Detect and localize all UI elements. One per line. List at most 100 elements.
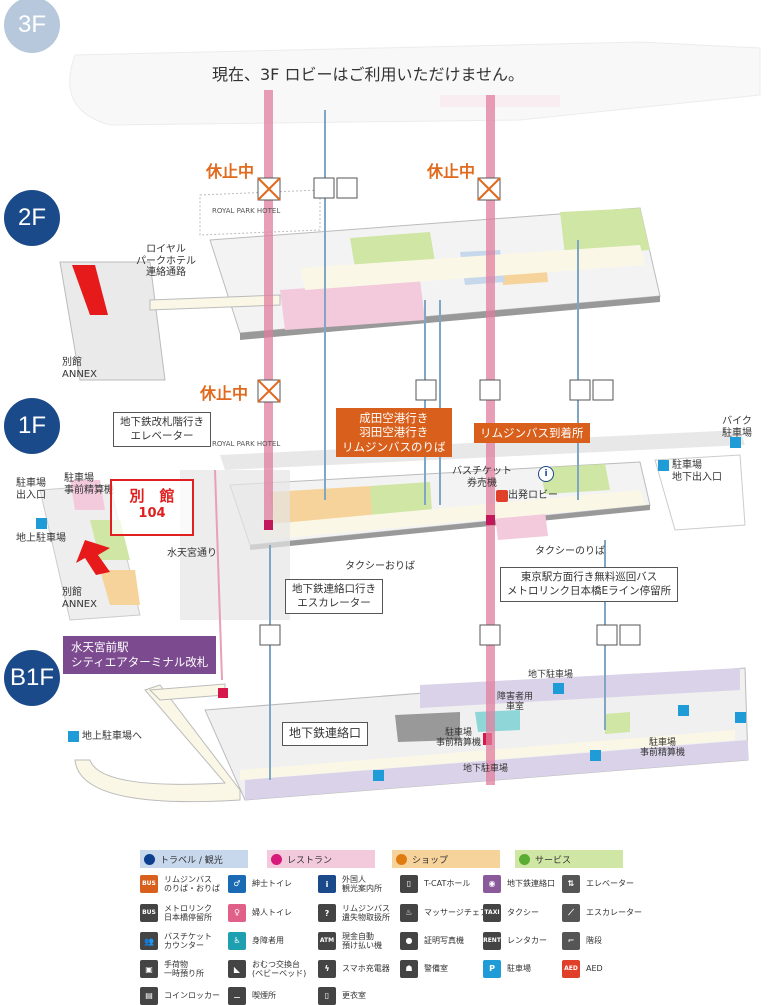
subway-link-callout: 地下鉄連絡口 — [282, 722, 369, 746]
legend-label: 警備室 — [424, 964, 448, 974]
legend-item: BUS リムジンバス のりば・おりば — [140, 875, 220, 894]
metrolink-bus-icon: BUS — [140, 904, 158, 923]
legend-item: ▯ 更衣室 — [318, 987, 366, 1005]
annex-room-104-box[interactable]: 別 館 104 — [110, 479, 194, 536]
massage-chair-icon: ♨ — [400, 904, 418, 922]
legend-item: ▣手荷物 一時預り所 — [140, 960, 204, 979]
category-dot — [271, 853, 282, 865]
floor-2f-plan — [59, 189, 661, 381]
legend-item: ◉ 地下鉄連絡口 — [483, 875, 555, 893]
phone-charger-icon: ϟ — [318, 960, 336, 978]
departure-lobby-label: 出発ロビー — [508, 490, 558, 501]
prepay-right-label: 駐車場 事前精算機 — [640, 738, 686, 759]
suspended-label-left-2f: 休止中 — [206, 162, 255, 181]
info-icon: i — [318, 875, 336, 894]
legend-item: ♂紳士トイレ — [228, 875, 292, 893]
limousine-arrival-label: リムジンバス到着所 — [474, 423, 590, 444]
legend-label: レンタカー — [507, 936, 547, 946]
photo-booth-icon: ● — [400, 932, 418, 950]
floor-badge-1f[interactable]: 1F — [4, 398, 60, 454]
suitengu-gate-label: 水天宮前駅 シティエアターミナル改札 — [63, 636, 217, 674]
accessible-icon: ♿ — [228, 932, 246, 950]
legend-label: 地下鉄連絡口 — [507, 879, 555, 889]
baby-changing-icon: ◣ — [228, 960, 246, 979]
legend-item: ⟋ エスカレーター — [562, 904, 642, 922]
info-icon: i — [538, 466, 554, 482]
underground-entrance-label: 駐車場 地下出入口 — [672, 460, 722, 483]
parking-icon: P — [483, 960, 501, 978]
legend-item: ϟ スマホ充電器 — [318, 960, 390, 978]
legend-item: BUS メトロリンク 日本橋停留所 — [140, 904, 212, 923]
narita-haneda-bus-stop-label: 成田空港行き 羽田空港行き リムジンバスのりば — [336, 408, 452, 458]
subway-elevator-callout: 地下鉄改札階行き エレベーター — [113, 412, 211, 448]
atm-icon: ATM — [318, 932, 336, 951]
floor-3f-plan — [69, 41, 761, 126]
changing-room-icon: ▯ — [318, 987, 336, 1005]
hotel-logo-1f: ROYAL PARK HOTEL — [212, 440, 281, 448]
taxi-pickup-label: タクシーのりば — [535, 546, 605, 557]
legend-label: マッサージチェア — [424, 908, 488, 918]
legend-item: ♨ マッサージチェア — [400, 904, 488, 922]
legend-item: ? リムジンバス 遺失物取扱所 — [318, 904, 390, 923]
rental-car-icon: RENT — [483, 932, 501, 950]
legend-label: リムジンバス のりば・おりば — [164, 875, 220, 894]
subway-icon: ◉ — [483, 875, 501, 893]
legend-item: ATM 現金自動 預け払い機 — [318, 932, 382, 951]
legend-item: 👥バスチケット カウンター — [140, 932, 212, 951]
security-office-icon: ☗ — [400, 960, 418, 978]
category-label: トラベル / 観光 — [160, 855, 223, 866]
lost-found-icon: ? — [318, 904, 336, 923]
smoking-icon: ⚊ — [228, 987, 246, 1005]
category-dot — [396, 853, 407, 865]
legend-label: 現金自動 預け払い機 — [342, 932, 382, 951]
tcat-hall-icon: ▯ — [400, 875, 418, 893]
legend-item: ♀婦人トイレ — [228, 904, 292, 922]
legend-label: メトロリンク 日本橋停留所 — [164, 904, 212, 923]
royal-park-link-label: ロイヤル パークホテル 連絡通路 — [136, 244, 196, 278]
suspended-label-right-2f: 休止中 — [427, 162, 476, 181]
legend-label: 更衣室 — [342, 991, 366, 1001]
prepay-left-label: 駐車場 事前精算機 — [436, 728, 482, 749]
aed-icon: AED — [562, 960, 580, 978]
legend-label: 手荷物 一時預り所 — [164, 960, 204, 979]
legend-label: スマホ充電器 — [342, 964, 390, 974]
annex-room-title: 別 館 — [129, 487, 175, 505]
legend-item: ▤ コインロッカー — [140, 987, 220, 1005]
suitengu-street-label: 水天宮通り — [167, 548, 217, 559]
bus-icon: BUS — [140, 875, 158, 894]
coin-locker-icon: ▤ — [140, 987, 158, 1005]
legend-item: ♿身障者用 — [228, 932, 284, 950]
legend-label: 外国人 観光案内所 — [342, 875, 382, 894]
legend-label: 喫煙所 — [252, 991, 276, 1001]
category-restaurant: レストラン — [267, 850, 375, 868]
legend-label: 紳士トイレ — [252, 879, 292, 889]
legend-label: T-CATホール — [424, 879, 471, 889]
legend-label: リムジンバス 遺失物取扱所 — [342, 904, 390, 923]
legend-item: ◣おむつ交換台 (ベビーベッド) — [228, 960, 306, 979]
legend-label: AED — [586, 964, 603, 974]
floor-badge-b1f[interactable]: B1F — [4, 650, 60, 706]
legend-label: 証明写真機 — [424, 936, 464, 946]
category-label: レストラン — [287, 855, 333, 866]
legend-label: エスカレーター — [586, 908, 642, 918]
legend-item: i 外国人 観光案内所 — [318, 875, 382, 894]
legend-label: エレベーター — [586, 879, 634, 889]
legend-label: 階段 — [586, 936, 602, 946]
accessible-car-label: 障害者用 車室 — [497, 692, 534, 713]
floor-badge-2f[interactable]: 2F — [4, 190, 60, 246]
ticket-machine-label: バスチケット 券売機 — [452, 466, 512, 489]
legend-item: ⚊ 喫煙所 — [228, 987, 276, 1005]
escalator-icon: ⟋ — [562, 904, 580, 922]
legend-label: コインロッカー — [164, 991, 220, 1001]
legend-item: ⌐階段 — [562, 932, 602, 950]
legend-item: RENT レンタカー — [483, 932, 547, 950]
category-dot — [144, 853, 155, 865]
connector-icons — [259, 177, 641, 646]
category-label: ショップ — [412, 855, 449, 866]
floor-badge-3f[interactable]: 3F — [4, 0, 60, 53]
category-travel: トラベル / 観光 — [140, 850, 248, 868]
floor-map — [36, 41, 761, 803]
ground-parking-label: 地上駐車場 — [16, 533, 66, 544]
